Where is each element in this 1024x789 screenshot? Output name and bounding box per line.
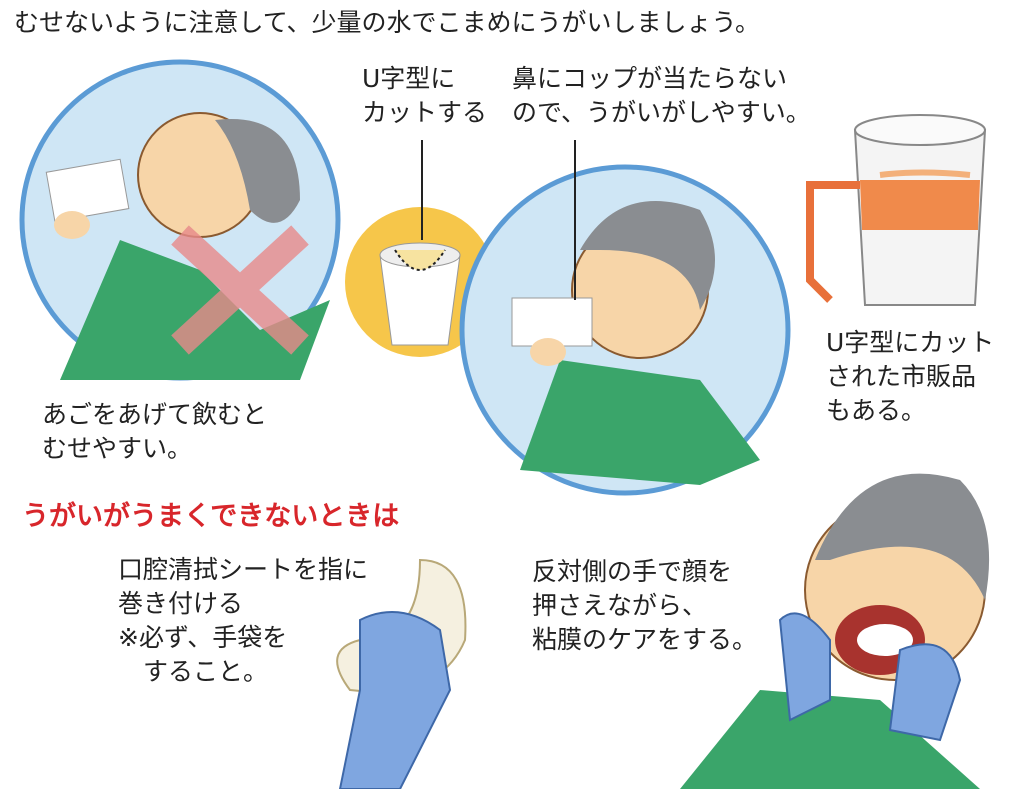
commercial-cup-illustration [806, 114, 987, 306]
label-line: むせやすい。 [42, 434, 193, 463]
label-line: もある。 [826, 396, 927, 425]
label-line: 口腔清拭シートを指に [118, 555, 369, 584]
mucosa-instructions: 反対側の手で顔を 押さえながら、 粘膜のケアをする。 [532, 555, 757, 657]
u-cut-cup-illustration [345, 140, 495, 357]
label-line: ※必ず、手袋を [118, 623, 288, 652]
label-line: 粘膜のケアをする。 [532, 625, 758, 654]
label-line: U字型にカット [826, 328, 995, 357]
label-line: 反対側の手で顔を [532, 557, 733, 586]
chin-up-illustration [19, 59, 341, 381]
chin-up-label: あごをあげて飲むと むせやすい。 [42, 398, 267, 466]
label-line: あごをあげて飲むと [42, 400, 268, 429]
label-line: 巻き付ける [118, 589, 244, 618]
commercial-label: U字型にカット された市販品 もある。 [826, 326, 994, 428]
label-line: すること。 [118, 657, 269, 686]
sheet-instructions: 口腔清拭シートを指に 巻き付ける ※必ず、手袋を すること。 [118, 553, 368, 689]
label-line: U字型に [362, 64, 456, 93]
page-title: むせないように注意して、少量の水でこまめにうがいしましょう。 [14, 8, 761, 37]
gloved-finger-sheet-illustration [336, 558, 467, 789]
u-cut-label: U字型に カットする [362, 62, 487, 130]
nose-label: 鼻にコップが当たらない ので、うがいがしやすい。 [512, 62, 811, 130]
wrong-x-icon [171, 225, 309, 355]
label-line: 鼻にコップが当たらない [512, 64, 788, 93]
correct-drinking-illustration [459, 140, 791, 496]
label-line: された市販品 [826, 362, 977, 391]
label-line: 押さえながら、 [532, 591, 708, 620]
fallback-heading: うがいがうまくできないときは [22, 501, 400, 532]
label-line: ので、うがいがしやすい。 [512, 98, 811, 127]
label-line: カットする [362, 98, 488, 127]
mucosa-care-illustration [680, 473, 990, 789]
